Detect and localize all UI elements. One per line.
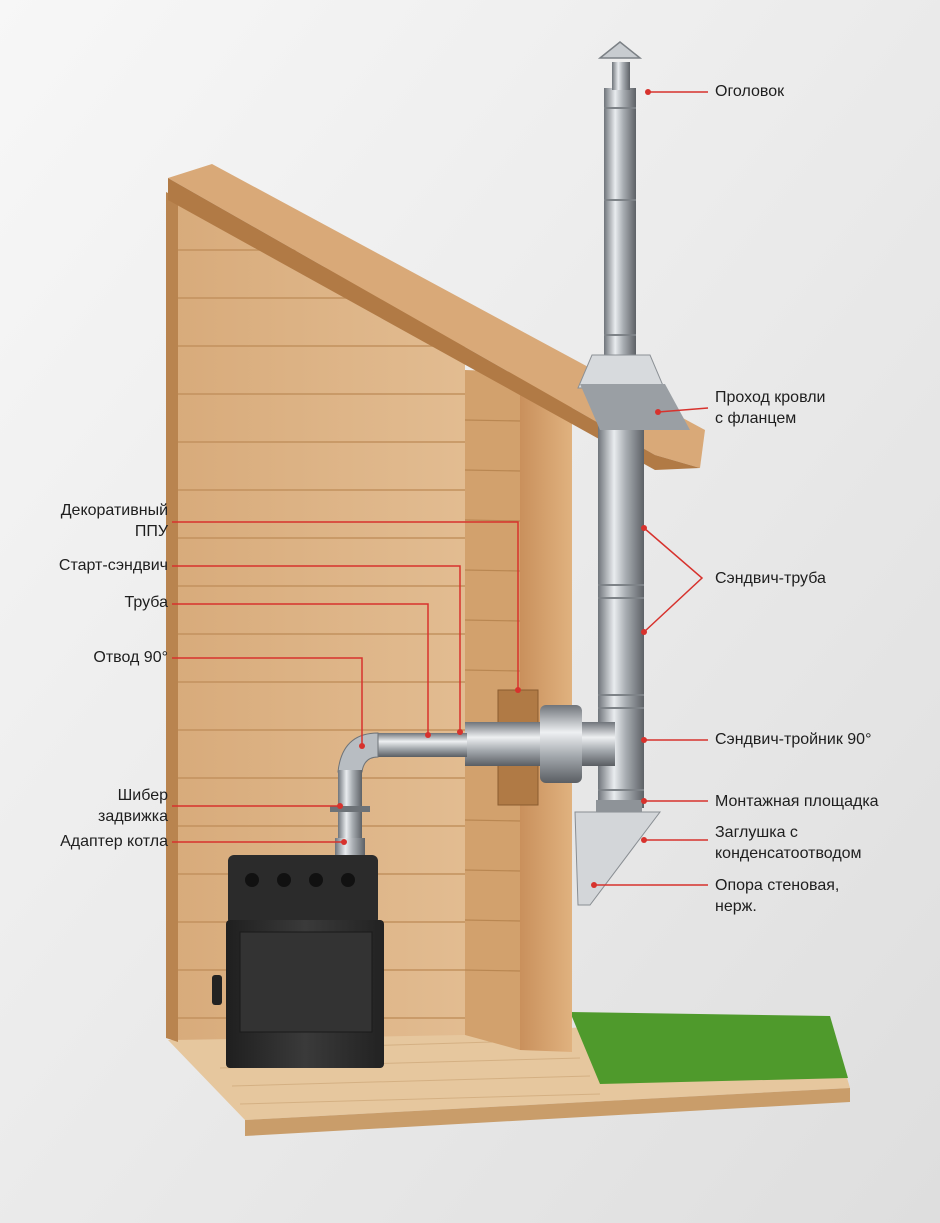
leader-truba [172,603,429,735]
pipe-bands [598,107,644,791]
leader-dots [337,89,661,888]
grass-patch [570,1012,848,1084]
mounting-platform [596,800,642,812]
label-adapter: Адаптер котла [60,833,168,850]
tee-collar [540,705,582,783]
label-otvod: Отвод 90° [93,649,168,666]
boiler-door [239,931,373,1033]
side-wall-boards [464,419,521,972]
chimney-upper-pipe [604,88,636,388]
back-wall [175,200,465,1040]
leader-lines [172,91,709,886]
roof-flashing-cone [577,354,665,389]
leader-start-sendvich [172,565,461,732]
cap-stem [612,62,630,90]
boiler-vents [245,873,355,887]
inner-pipe [375,733,467,757]
label-ogolovok: Оголовок [715,83,785,100]
leader-otvod [172,657,363,746]
side-wall-inner [465,370,520,1050]
leader-sendvich-truba [643,527,704,633]
boiler-top [228,855,378,925]
boiler-handle [212,975,222,1005]
floor-edge [245,1088,850,1136]
back-wall-edge [166,192,178,1042]
leader-ppu [172,521,519,690]
cap-hat [597,41,643,59]
label-sendvich-truba: Сэндвич-труба [715,570,826,587]
roof-top [168,164,705,468]
label-sendvich-troinik: Сэндвич-тройник 90° [715,731,872,748]
label-truba: Труба [124,594,168,611]
label-opora: Опора стеновая,нерж. [715,877,840,915]
damper-handle [330,806,370,812]
label-start-sendvich: Старт-сэндвич [58,557,168,574]
label-montazhnaya-ploshchadka: Монтажная площадка [715,793,879,810]
roof-flange [580,384,690,430]
leader-prokhod [657,407,709,413]
